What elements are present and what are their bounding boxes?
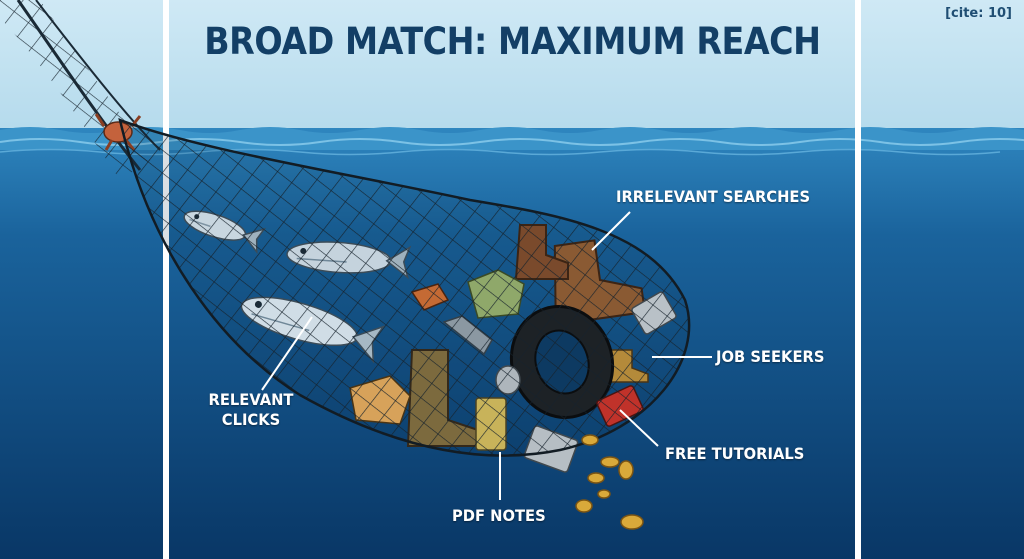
callout-lines [261, 211, 712, 500]
citation: [cite: 10] [945, 6, 1012, 21]
frame-line-left [163, 0, 169, 559]
label-relevant-clicks: RELEVANT CLICKS [200, 390, 301, 430]
label-irrelevant-searches: IRRELEVANT SEARCHES [616, 187, 811, 206]
frame-line-right [855, 0, 861, 559]
label-job-seekers: JOB SEEKERS [716, 347, 825, 366]
sky [0, 0, 1024, 135]
coin-icon [575, 434, 644, 530]
page-title: BROAD MATCH: MAXIMUM REACH [204, 20, 821, 63]
label-relevant-clicks-line1: RELEVANT [208, 390, 294, 409]
net-outline [118, 118, 691, 457]
label-relevant-clicks-line2: CLICKS [221, 410, 281, 429]
label-pdf-notes: PDF NOTES [452, 506, 546, 525]
label-free-tutorials: FREE TUTORIALS [665, 444, 805, 463]
